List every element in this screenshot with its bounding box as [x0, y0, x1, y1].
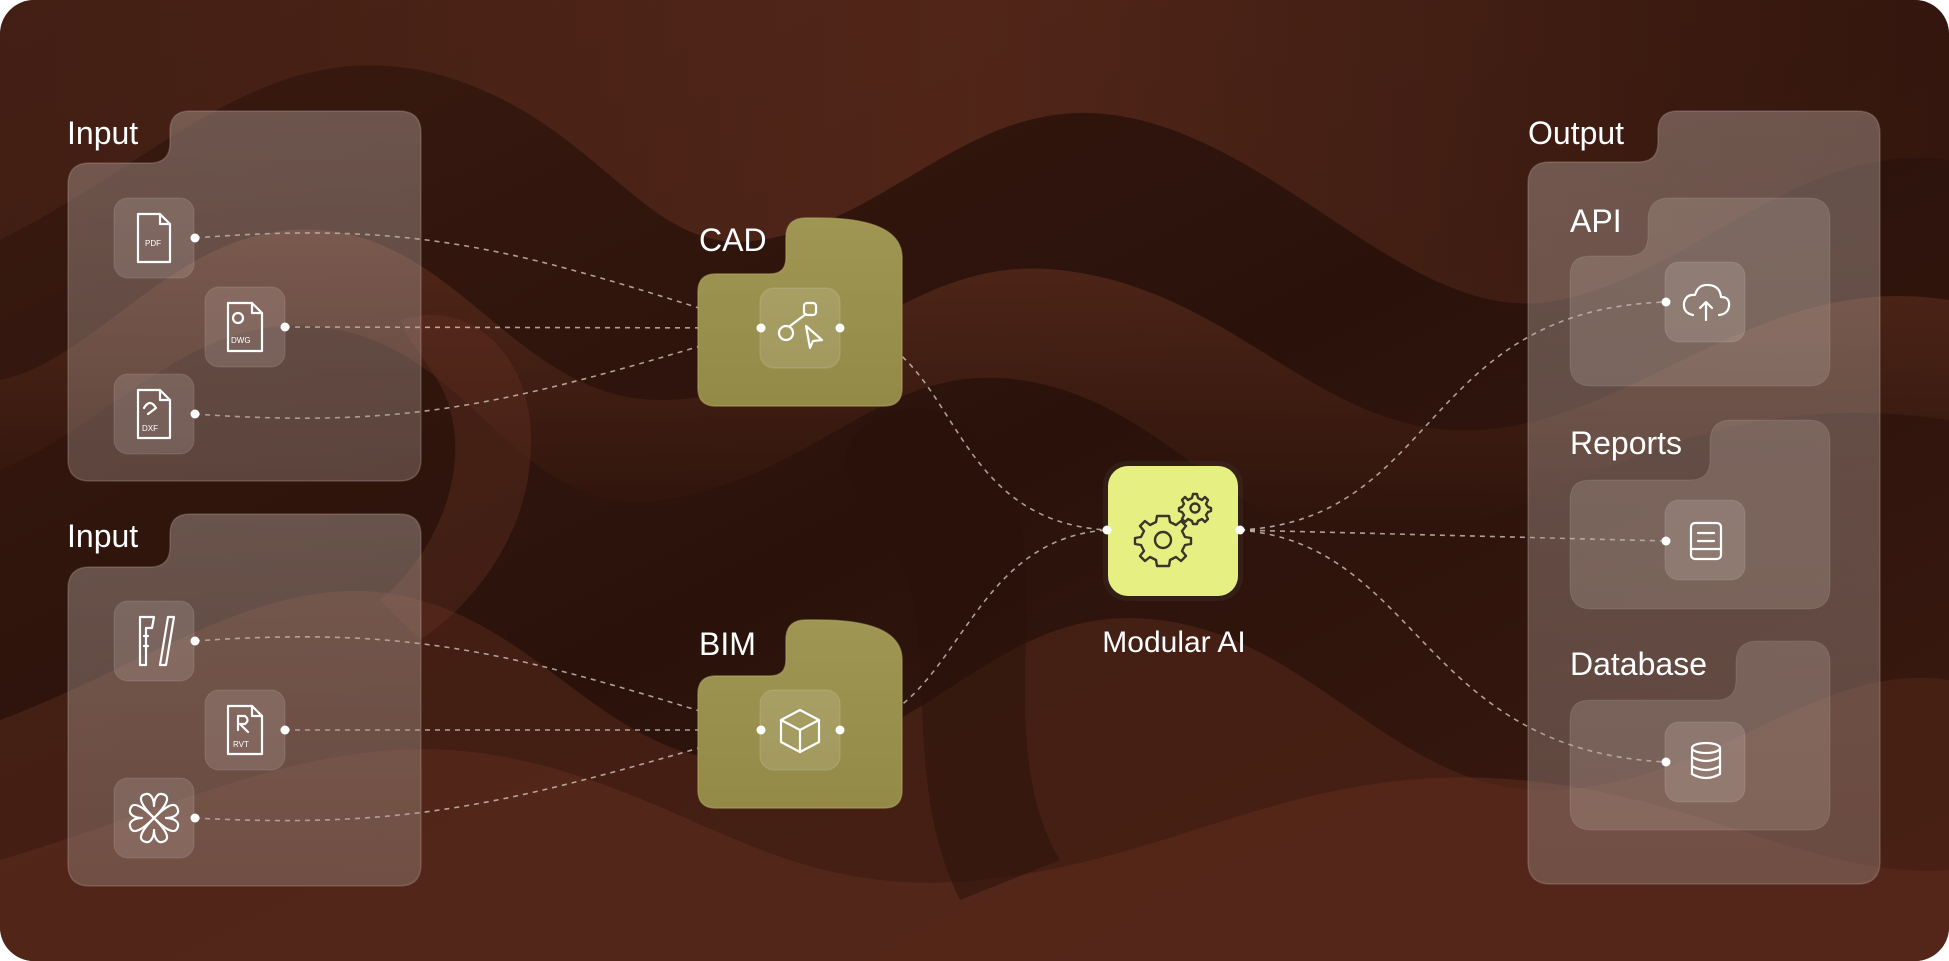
cad-icon-tile[interactable] — [760, 288, 840, 368]
bim-icon-tile[interactable] — [760, 690, 840, 770]
modular-ai-label: Modular AI — [1102, 626, 1245, 659]
bim-block: BIM — [698, 620, 902, 808]
cad-block: CAD — [698, 218, 902, 406]
archicad-port-dot — [191, 814, 200, 823]
input-panel-2: Input RVT — [67, 514, 421, 886]
output-item-database: Database — [1570, 641, 1830, 830]
cad-out-dot — [836, 324, 845, 333]
reports-label: Reports — [1570, 425, 1682, 461]
ifc-port-dot — [191, 637, 200, 646]
api-port-dot — [1662, 298, 1671, 307]
reports-port-dot — [1662, 537, 1671, 546]
output-item-api: API — [1570, 198, 1830, 386]
pdf-file-tag: PDF — [145, 239, 161, 248]
api-icon-tile[interactable] — [1665, 262, 1745, 342]
dxf-file-tag: DXF — [142, 424, 158, 433]
pdf-port-dot — [191, 234, 200, 243]
ai-out-dot — [1236, 526, 1245, 535]
bim-label: BIM — [699, 626, 756, 662]
database-label: Database — [1570, 646, 1707, 682]
modular-ai-node[interactable]: Modular AI — [1102, 461, 1245, 659]
dwg-file-tag: DWG — [231, 336, 251, 345]
input-panel-1: Input PDF DWG — [67, 111, 421, 481]
dxf-file-tile[interactable]: DXF — [114, 374, 194, 454]
database-port-dot — [1662, 758, 1671, 767]
pdf-file-tile[interactable]: PDF — [114, 198, 194, 278]
archicad-file-tile[interactable] — [114, 778, 194, 858]
dxf-port-dot — [191, 410, 200, 419]
cad-label: CAD — [699, 222, 767, 258]
cad-in-dot — [757, 324, 766, 333]
rvt-port-dot — [281, 726, 290, 735]
bim-in-dot — [757, 726, 766, 735]
reports-icon-tile[interactable] — [1665, 500, 1745, 580]
output-label: Output — [1528, 115, 1624, 151]
input-label-2: Input — [67, 518, 138, 554]
rvt-file-tag: RVT — [233, 740, 249, 749]
database-icon-tile[interactable] — [1665, 722, 1745, 802]
output-panel: Output API Reports — [1528, 111, 1880, 884]
ifc-file-tile[interactable] — [114, 601, 194, 681]
ai-in-dot — [1103, 526, 1112, 535]
rvt-file-tile[interactable]: RVT — [205, 690, 285, 770]
api-label: API — [1570, 203, 1622, 239]
dwg-port-dot — [281, 323, 290, 332]
dwg-file-tile[interactable]: DWG — [205, 287, 285, 367]
bim-out-dot — [836, 726, 845, 735]
input-label-1: Input — [67, 115, 138, 151]
